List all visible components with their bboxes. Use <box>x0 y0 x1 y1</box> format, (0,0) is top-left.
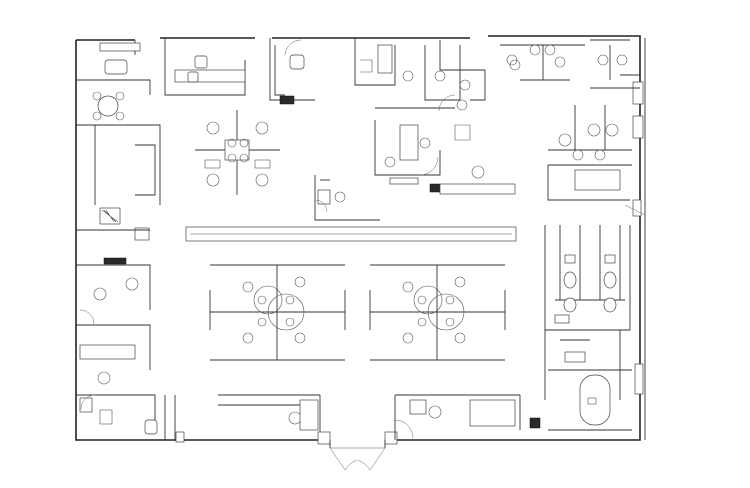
cluster-desk-right <box>369 264 506 361</box>
room-top-center-office <box>164 38 396 105</box>
restroom-block <box>544 225 631 400</box>
cluster-desk-left <box>209 264 346 361</box>
corridor-counter <box>185 226 517 242</box>
room-top-left-office <box>76 40 161 241</box>
office-center-small <box>314 165 516 221</box>
office-bottom-center <box>218 394 398 445</box>
oval-conference-table <box>529 369 632 431</box>
entry-double-door <box>329 440 386 471</box>
office-bottom-left <box>76 394 185 443</box>
office-bottom-right <box>394 394 521 440</box>
exterior-wall <box>75 35 646 441</box>
pinwheel-workstation-cluster <box>195 110 280 195</box>
conference-room-right <box>76 257 151 396</box>
room-top-right-workstations <box>500 39 646 217</box>
conference-room-left <box>374 40 486 185</box>
